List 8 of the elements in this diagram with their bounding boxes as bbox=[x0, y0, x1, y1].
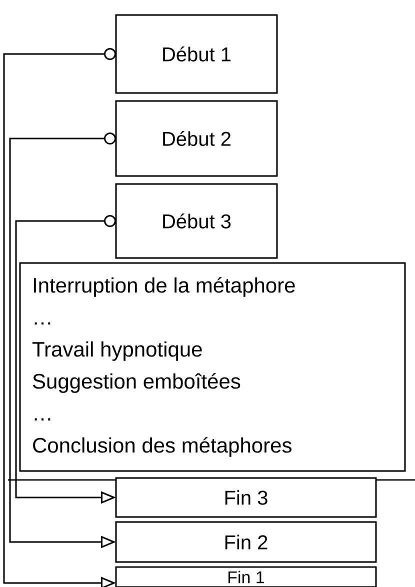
process-box: Fin 3 bbox=[115, 477, 377, 518]
process-box: Début 1 bbox=[115, 14, 278, 94]
process-box: Fin 1 bbox=[115, 566, 377, 587]
text-box: Interruption de la métaphore … Travail hypnotique Suggestion emboîtées … Conclusion des métaphores bbox=[19, 262, 406, 472]
process-box: Début 3 bbox=[115, 183, 278, 259]
connector bbox=[3, 48, 116, 587]
process-box: Début 2 bbox=[115, 100, 278, 177]
process-box: Fin 2 bbox=[115, 521, 377, 563]
